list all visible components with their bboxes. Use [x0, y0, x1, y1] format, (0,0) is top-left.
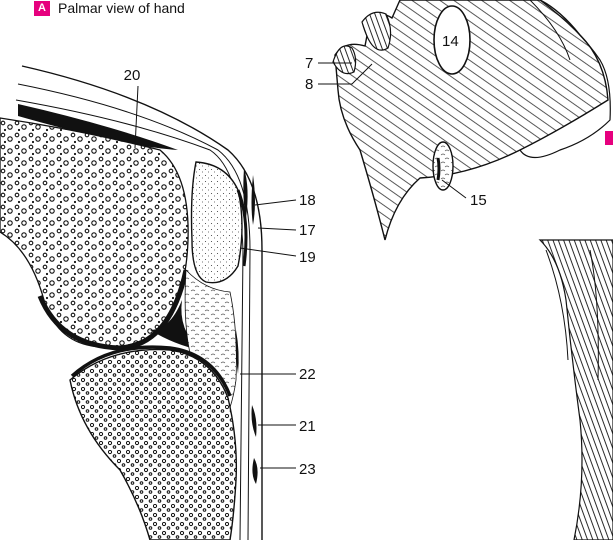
subcutaneous-bursa [252, 175, 256, 225]
tibia [70, 350, 236, 540]
muscle-belly [540, 240, 613, 540]
label-14: 14 [442, 33, 459, 50]
label-8: 8 [305, 76, 313, 93]
label-15: 15 [470, 192, 487, 209]
label-19: 19 [299, 249, 316, 266]
patella [192, 162, 243, 283]
subcutaneous-infrapatellar-bursa [252, 458, 257, 484]
pretibial-bursa [252, 405, 257, 437]
knee-section [0, 66, 262, 540]
label-23: 23 [299, 461, 316, 478]
label-18: 18 [299, 192, 316, 209]
muscle-sketch [540, 240, 613, 540]
label-17: 17 [299, 222, 316, 239]
femur [0, 118, 188, 347]
label-22: 22 [299, 366, 316, 383]
opening-15 [433, 142, 453, 190]
label-7: 7 [305, 55, 313, 72]
label-20: 20 [124, 67, 141, 84]
label-21: 21 [299, 418, 316, 435]
